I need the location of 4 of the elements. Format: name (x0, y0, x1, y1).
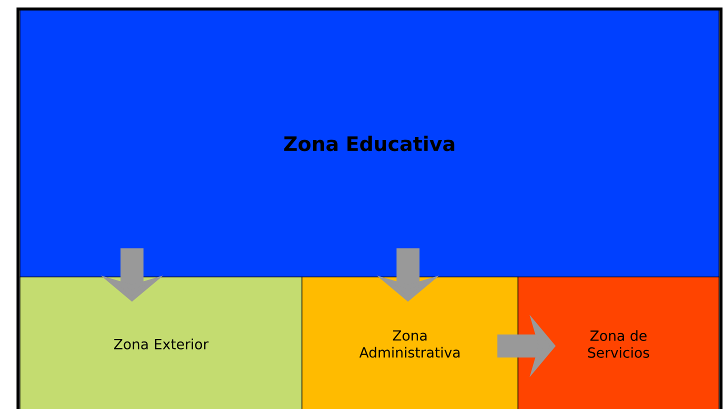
zone-box: Zona Exterior (20, 276, 302, 409)
zone-box: Zona Educativa (20, 10, 720, 278)
zone-box: Zona Administrativa (302, 276, 518, 409)
zone-box: Zona de Servicios (518, 276, 720, 409)
